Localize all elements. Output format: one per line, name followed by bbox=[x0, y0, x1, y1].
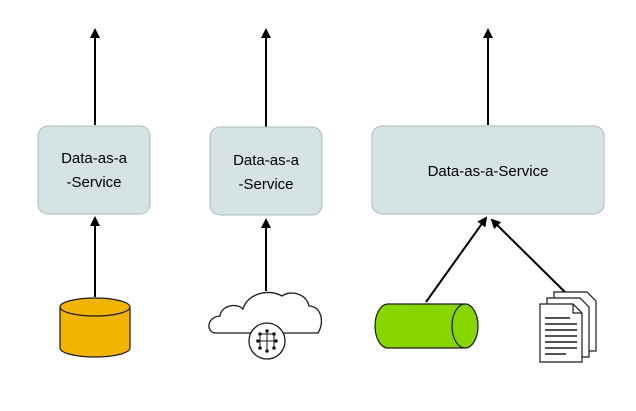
cloud-network-icon bbox=[208, 291, 323, 360]
service-label-3: Data-as-a-Service bbox=[428, 163, 549, 180]
service-label-2-line1: Data-as-a bbox=[233, 152, 300, 169]
documents-icon bbox=[539, 291, 597, 363]
pipe-icon bbox=[374, 303, 479, 349]
service-label-1-line1: Data-as-a bbox=[61, 150, 128, 167]
database-icon bbox=[59, 297, 131, 358]
input-arrow-3 bbox=[425, 216, 488, 303]
service-label-2-line2: -Service bbox=[238, 176, 293, 193]
service-box-2[interactable]: Data-as-a -Service bbox=[209, 126, 323, 216]
service-box-1[interactable]: Data-as-a -Service bbox=[37, 125, 151, 215]
service-label-1-line2: -Service bbox=[66, 174, 121, 191]
input-arrow-4 bbox=[490, 218, 571, 298]
service-box-3[interactable]: Data-as-a-Service bbox=[371, 125, 605, 215]
